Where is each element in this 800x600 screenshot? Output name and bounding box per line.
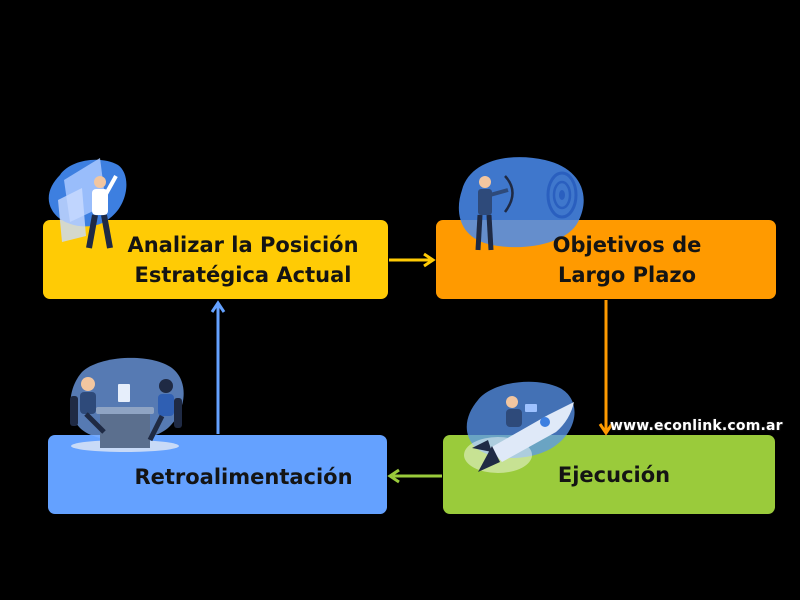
arrow-retro-to-analizar xyxy=(210,300,226,434)
meeting-table-icon xyxy=(70,357,184,452)
rocket-rider-icon xyxy=(464,381,575,473)
arrow-analizar-to-objetivos xyxy=(389,252,436,268)
step-retro-label: Retroalimentación xyxy=(134,465,353,489)
archer-target-icon xyxy=(458,157,584,251)
strategy-analyst-icon xyxy=(48,158,127,249)
arrow-objetivos-to-ejecucion xyxy=(598,300,614,436)
watermark: www.econlink.com.ar xyxy=(610,418,783,434)
arrow-ejecucion-to-retro xyxy=(387,468,442,484)
step-ejecucion-label: Ejecución xyxy=(557,462,671,487)
step-objetivos-label: Objetivos de Largo Plazo xyxy=(552,232,702,287)
step-analizar-label: Analizar la Posición Estratégica Actual xyxy=(127,232,359,287)
step-analizar: Analizar la Posición Estratégica Actual xyxy=(43,220,388,299)
